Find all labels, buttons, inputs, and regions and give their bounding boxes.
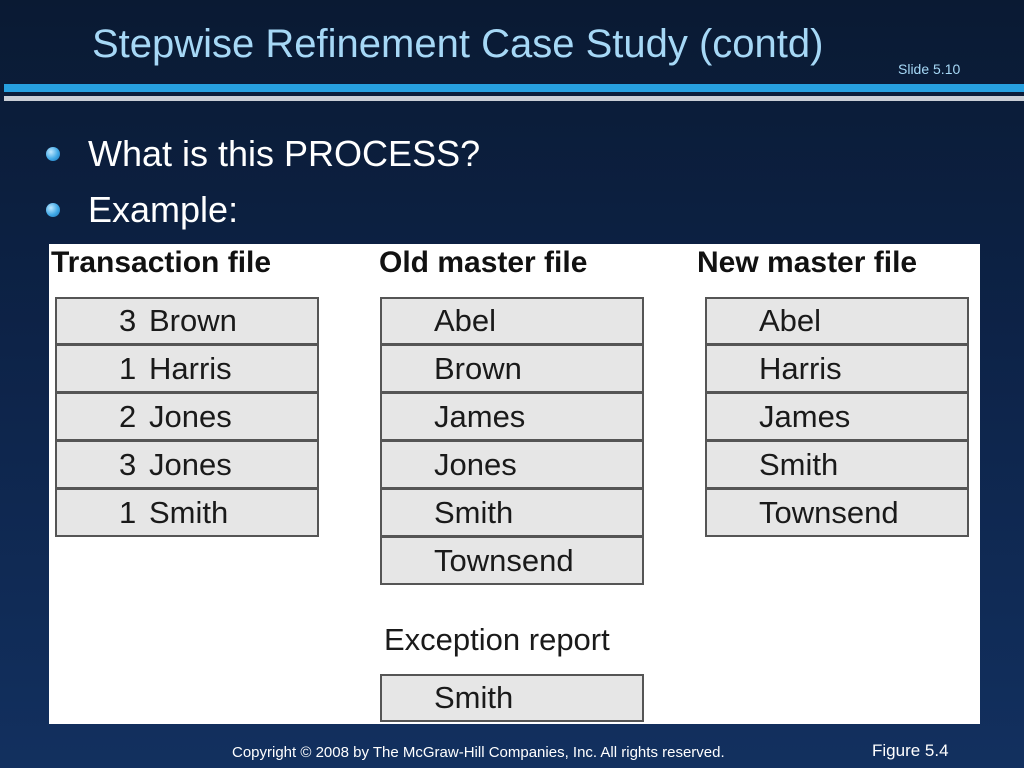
new-master-file-table: Abel Harris James Smith Townsend: [705, 297, 969, 537]
exception-name: Smith: [434, 680, 514, 715]
old-master-file-heading: Old master file: [379, 246, 588, 279]
old-master-row: Jones: [380, 441, 644, 489]
bullet-text: Example:: [88, 189, 239, 230]
transaction-row: 1 Smith: [55, 489, 319, 537]
new-master-name: James: [759, 398, 851, 434]
title-divider-blue: [4, 84, 1024, 92]
transaction-row: 1 Harris: [55, 345, 319, 393]
old-master-row: Abel: [380, 297, 644, 345]
figure-file-update-example: Transaction file 3 Brown 1 Harris 2 Jone…: [49, 244, 980, 724]
figure-label: Figure 5.4: [872, 741, 949, 760]
transaction-row: 3 Brown: [55, 297, 319, 345]
exception-row: Smith: [380, 674, 644, 722]
new-master-row: Harris: [705, 345, 969, 393]
copyright-footer: Copyright © 2008 by The McGraw-Hill Comp…: [232, 744, 725, 761]
new-master-row: Smith: [705, 441, 969, 489]
transaction-file-heading: Transaction file: [51, 246, 272, 279]
transaction-row: 2 Jones: [55, 393, 319, 441]
transaction-row: 3 Jones: [55, 441, 319, 489]
transaction-code: 1: [119, 350, 137, 386]
new-master-file-heading: New master file: [697, 246, 918, 279]
old-master-row: James: [380, 393, 644, 441]
new-master-name: Smith: [759, 446, 839, 482]
old-master-name: Brown: [434, 350, 522, 386]
new-master-row: Townsend: [705, 489, 969, 537]
transaction-name: Smith: [149, 494, 229, 530]
transaction-code: 1: [119, 494, 137, 530]
transaction-name: Jones: [149, 398, 232, 434]
old-master-name: Townsend: [434, 542, 574, 578]
new-master-name: Harris: [759, 350, 842, 386]
transaction-name: Brown: [149, 303, 237, 338]
transaction-file-table: 3 Brown 1 Harris 2 Jones 3 Jones 1 Smith: [55, 297, 319, 537]
old-master-row: Smith: [380, 489, 644, 537]
old-master-name: Abel: [434, 303, 497, 338]
bullet-dot-icon: [46, 203, 60, 217]
new-master-row: James: [705, 393, 969, 441]
transaction-code: 2: [119, 398, 137, 434]
old-master-file-table: Abel Brown James Jones Smith Townsend: [380, 297, 644, 585]
old-master-name: James: [434, 398, 526, 434]
old-master-name: Jones: [434, 446, 517, 482]
bullet-text: What is this PROCESS?: [88, 133, 481, 174]
bullet-item: Example:: [40, 182, 480, 238]
old-master-name: Smith: [434, 494, 514, 530]
exception-report-heading: Exception report: [384, 622, 610, 657]
old-master-row: Brown: [380, 345, 644, 393]
slide-number: Slide 5.10: [898, 61, 961, 77]
transaction-code: 3: [119, 303, 137, 338]
new-master-row: Abel: [705, 297, 969, 345]
bullet-dot-icon: [46, 147, 60, 161]
exception-report-table: Smith: [380, 674, 644, 722]
slide-title: Stepwise Refinement Case Study (contd): [92, 22, 824, 66]
title-divider-grey: [4, 96, 1024, 101]
bullet-item: What is this PROCESS?: [40, 126, 480, 182]
transaction-name: Harris: [149, 350, 232, 386]
old-master-row: Townsend: [380, 537, 644, 585]
new-master-name: Townsend: [759, 494, 899, 530]
new-master-name: Abel: [759, 303, 822, 338]
bullet-list: What is this PROCESS? Example:: [40, 126, 480, 238]
transaction-name: Jones: [149, 446, 232, 482]
transaction-code: 3: [119, 446, 137, 482]
